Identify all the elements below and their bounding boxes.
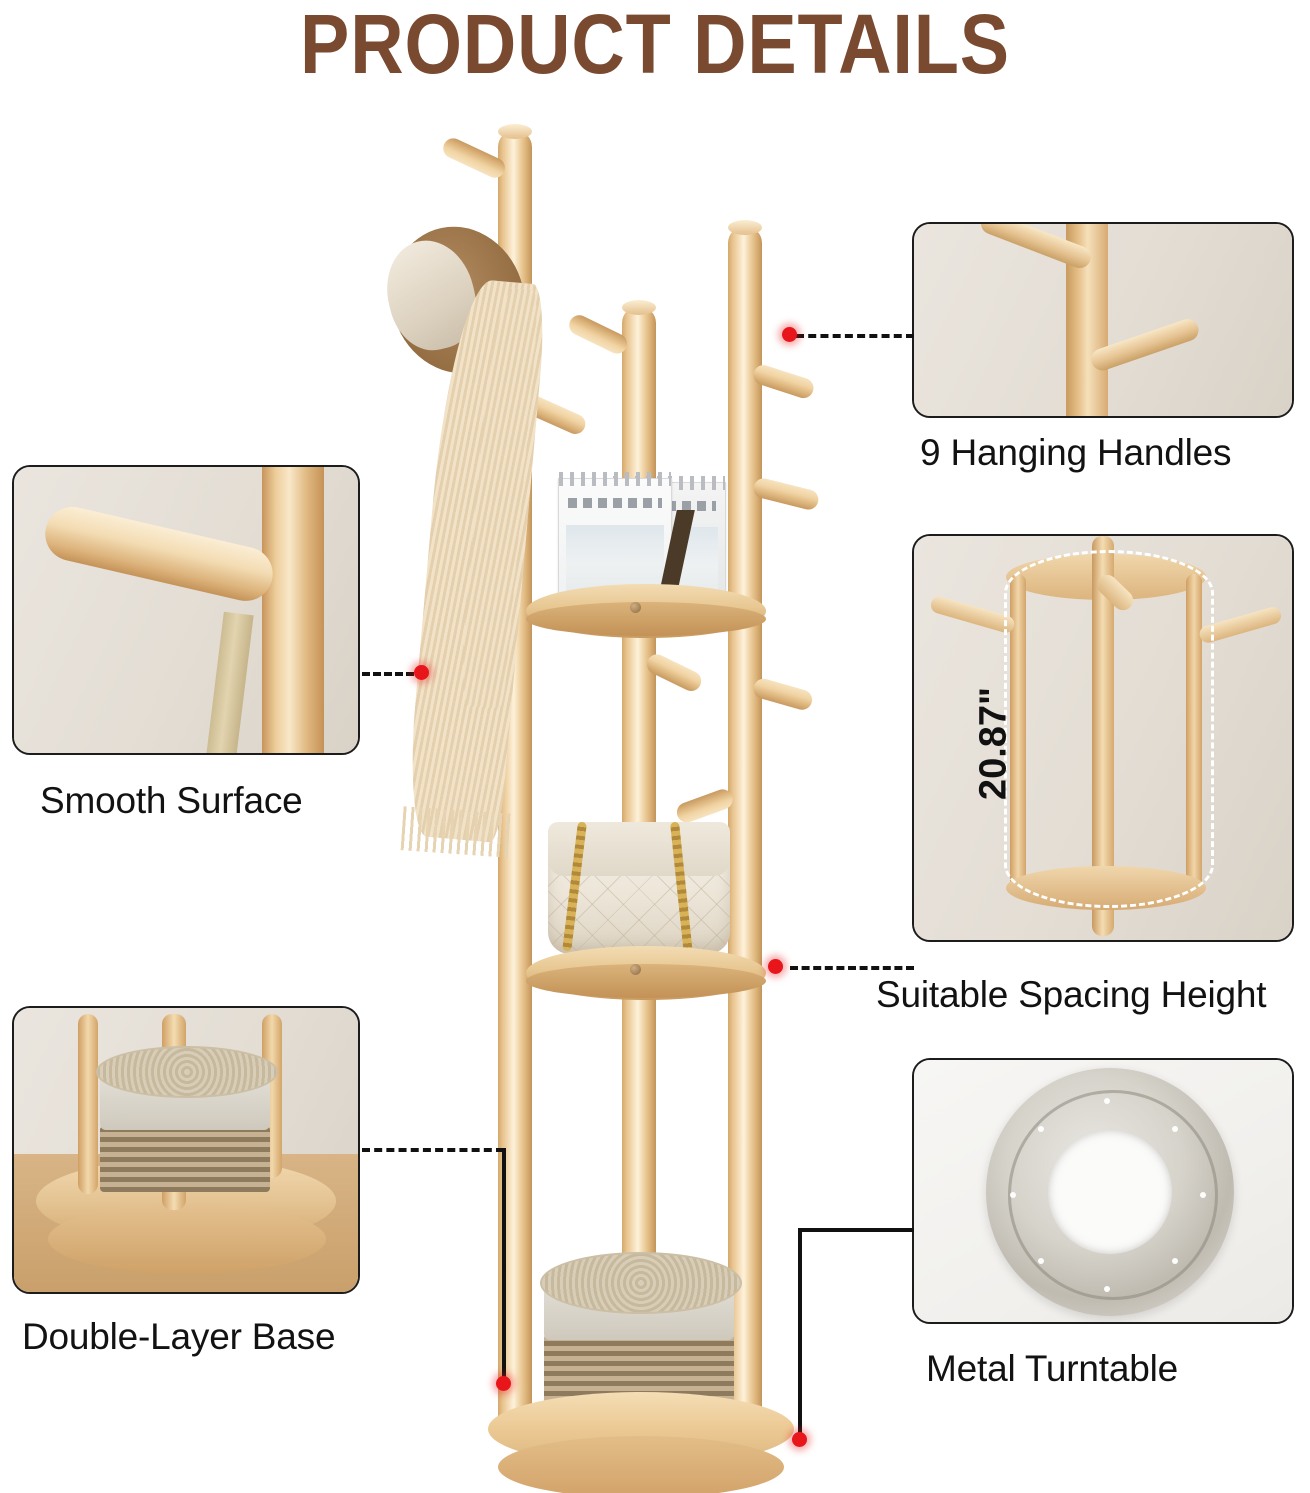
leader-dot-hanging-handles	[782, 327, 797, 342]
shelf-top-screw	[630, 602, 641, 613]
leader-line-double-layer-base-horizontal	[362, 1148, 504, 1152]
post-cap-rear-left	[498, 124, 532, 139]
leader-dot-spacing-height	[768, 959, 783, 974]
panel-4-post-left	[78, 1014, 98, 1194]
panel-4-base-lower	[48, 1204, 326, 1274]
turntable-screw-hole-5	[1104, 1286, 1110, 1292]
caption-smooth-surface: Smooth Surface	[40, 780, 303, 821]
turntable-screw-hole-4	[1172, 1258, 1178, 1264]
leader-line-metal-turntable-horizontal	[798, 1228, 914, 1232]
callout-panel-spacing-height: 20.87"	[912, 534, 1294, 942]
turntable-screw-hole-8	[1038, 1126, 1044, 1132]
panel-3-post	[262, 467, 324, 753]
page-title: PRODUCT DETAILS	[300, 0, 1010, 91]
base-lower-layer	[498, 1436, 784, 1493]
storage-basket-lid	[540, 1252, 742, 1314]
turntable-screw-hole-2	[1172, 1126, 1178, 1132]
peg-9	[674, 786, 736, 826]
callout-panel-smooth-surface	[12, 465, 360, 755]
calendar-text-lines-front	[567, 497, 663, 508]
callout-panel-metal-turntable	[912, 1058, 1294, 1324]
leader-line-spacing-height	[790, 966, 914, 970]
peg-4	[565, 311, 631, 357]
shelf-middle-edge	[526, 964, 766, 998]
leader-line-smooth-surface	[362, 672, 414, 676]
turntable-screw-hole-6	[1038, 1258, 1044, 1264]
caption-metal-turntable: Metal Turntable	[926, 1348, 1179, 1389]
spacing-measure-outline	[1004, 550, 1214, 908]
shelf-top-edge	[526, 602, 766, 636]
turntable-screw-hole-1	[1104, 1098, 1110, 1104]
shelf-middle-screw	[630, 964, 641, 975]
spacing-measure-label: 20.87"	[972, 686, 1015, 801]
product-illustration	[372, 110, 840, 1493]
caption-hanging-handles: 9 Hanging Handles	[920, 432, 1232, 473]
leader-line-double-layer-base-vertical	[502, 1148, 506, 1380]
turntable-center-hole	[1048, 1130, 1172, 1254]
scarf-fringe	[400, 806, 514, 858]
leader-dot-metal-turntable	[792, 1432, 807, 1447]
turntable-inner-ring	[1008, 1090, 1218, 1300]
panel-4-basket-weave	[100, 1126, 270, 1192]
turntable-screw-hole-7	[1010, 1192, 1016, 1198]
leader-line-metal-turntable-vertical	[798, 1228, 802, 1436]
calendar-spiral-front	[559, 472, 671, 486]
post-cap-right	[728, 220, 762, 235]
leader-dot-smooth-surface	[414, 665, 429, 680]
caption-double-layer-base: Double-Layer Base	[22, 1316, 336, 1357]
leader-dot-double-layer-base	[496, 1376, 511, 1391]
leader-line-hanging-handles	[796, 334, 914, 338]
callout-panel-double-layer-base	[12, 1006, 360, 1294]
panel-4-basket-lid	[96, 1046, 278, 1098]
caption-spacing-height: Suitable Spacing Height	[876, 974, 1267, 1015]
post-cap-middle	[622, 300, 656, 315]
turntable-screw-hole-3	[1200, 1192, 1206, 1198]
callout-panel-hanging-handles	[912, 222, 1294, 418]
post-right	[728, 226, 762, 1456]
